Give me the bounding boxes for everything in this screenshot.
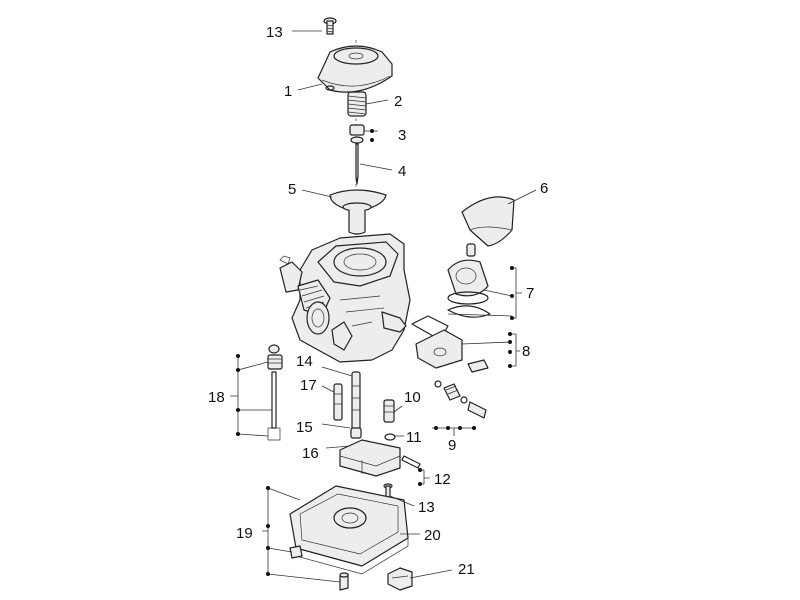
part-13-top-screw (323, 17, 337, 35)
part-7-starter-assembly (447, 243, 491, 318)
part-20-float-bowl (289, 485, 409, 591)
callout-8: 8 (522, 343, 530, 360)
part-18-idle-screw (267, 344, 283, 441)
callout-21: 21 (458, 561, 475, 578)
callout-4: 4 (398, 163, 406, 180)
part-5-diaphragm-slide (329, 189, 387, 235)
callout-6: 6 (540, 180, 548, 197)
callout-5: 5 (288, 181, 296, 198)
callout-2: 2 (394, 93, 402, 110)
part-9-mixture-screw (434, 380, 487, 419)
part-3-needle-holder (349, 124, 365, 144)
part-10-main-jet (383, 399, 395, 423)
callout-3: 3 (398, 127, 406, 144)
callout-13-lower: 13 (418, 499, 435, 516)
callout-1: 1 (284, 83, 292, 100)
callout-16: 16 (302, 445, 319, 462)
part-14-emulsion-tube (351, 371, 361, 431)
part-12-float (339, 439, 421, 477)
callout-15: 15 (296, 419, 313, 436)
callout-10: 10 (404, 389, 421, 406)
part-21-clip (387, 567, 413, 591)
callout-11: 11 (406, 429, 422, 446)
callout-13-top: 13 (266, 24, 283, 41)
callout-19: 19 (236, 525, 253, 542)
callout-12: 12 (434, 471, 451, 488)
part-4-jet-needle (355, 143, 359, 185)
callout-17: 17 (300, 377, 317, 394)
group-markers (236, 129, 514, 576)
part-1-top-cover (317, 45, 393, 93)
part-17-pilot-jet (333, 383, 343, 421)
part-15-needle-jet (350, 427, 362, 439)
callout-9: 9 (448, 437, 456, 454)
part-6-starter-cover (461, 196, 515, 247)
callout-18: 18 (208, 389, 225, 406)
callout-7: 7 (526, 285, 534, 302)
part-11-o-ring (384, 433, 396, 441)
carburetor-body (279, 233, 411, 363)
callout-20: 20 (424, 527, 441, 544)
part-2-spring (347, 91, 367, 117)
callout-labels: 13 1 2 3 4 5 6 7 8 9 10 11 12 13 14 15 1… (208, 24, 548, 578)
callout-14: 14 (296, 353, 313, 370)
part-8-flange-assembly (411, 315, 489, 373)
